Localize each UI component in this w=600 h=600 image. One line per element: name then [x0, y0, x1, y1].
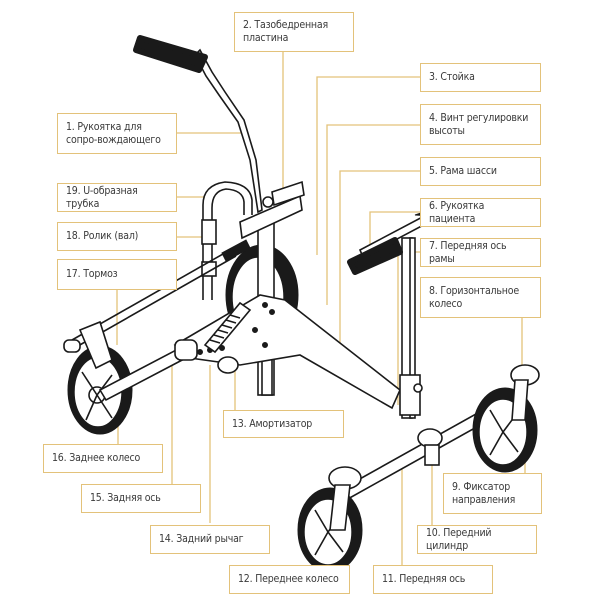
- chassis-frame: [173, 294, 401, 410]
- label-text: 16. Заднее колесо: [52, 452, 141, 464]
- label-rear-lever: 14. Задний рычаг: [150, 525, 270, 554]
- label-patient-handle: 6. Рукоятка пациента: [420, 198, 541, 227]
- label-text: 2. Тазобедренная пластина: [243, 19, 328, 44]
- label-attendant-handle: 1. Рукоятка для сопро-вождающего: [57, 113, 177, 154]
- leader-4: [326, 124, 420, 305]
- label-text: 11. Передняя ось: [382, 573, 466, 585]
- label-text: 12. Переднее колесо: [238, 573, 339, 585]
- label-u-tube: 19. U-образная трубка: [57, 183, 177, 212]
- label-text: 17. Тормоз: [66, 268, 118, 280]
- label-text: 1. Рукоятка для сопро-вождающего: [66, 120, 161, 146]
- label-text: 7. Передняя ось рамы: [429, 239, 507, 265]
- label-height-adjust-screw: 4. Винт регулировки высоты: [420, 104, 541, 145]
- label-front-axle: 11. Передняя ось: [373, 565, 493, 594]
- label-rear-axle: 15. Задняя ось: [81, 484, 201, 513]
- label-text: 15. Задняя ось: [90, 492, 161, 504]
- label-chassis-frame: 5. Рама шасси: [420, 157, 541, 186]
- u-tube: [201, 181, 253, 300]
- attendant-handle: [133, 35, 263, 214]
- label-text: 9. Фиксатор направления: [452, 480, 516, 506]
- leader-6: [369, 211, 420, 250]
- label-front-cylinder: 10. Передний цилиндр: [417, 525, 537, 554]
- label-text: 8. Горизонтальное колесо: [429, 284, 519, 310]
- label-horizontal-wheel: 8. Горизонтальное колесо: [420, 277, 541, 318]
- leader-3: [316, 76, 420, 255]
- label-text: 18. Ролик (вал): [66, 230, 139, 242]
- label-text: 19. U-образная трубка: [66, 184, 138, 210]
- label-text: 6. Рукоятка пациента: [429, 199, 485, 225]
- label-text: 4. Винт регулировки высоты: [429, 111, 529, 137]
- leader-5: [339, 170, 420, 360]
- label-rear-wheel: 16. Заднее колесо: [43, 444, 163, 473]
- label-post: 3. Стойка: [420, 63, 541, 92]
- label-roller: 18. Ролик (вал): [57, 222, 177, 251]
- label-text: 13. Амортизатор: [232, 417, 313, 430]
- label-brake: 17. Тормоз: [57, 259, 177, 290]
- label-text: 14. Задний рычаг: [159, 533, 244, 545]
- front-column: [347, 209, 435, 419]
- label-text: 3. Стойка: [429, 71, 475, 83]
- label-hip-plate: 2. Тазобедренная пластина: [234, 12, 354, 52]
- label-text: 10. Передний цилиндр: [426, 526, 492, 552]
- label-shock-absorber: 13. Амортизатор: [223, 410, 344, 438]
- label-frame-front-axle: 7. Передняя ось рамы: [420, 238, 541, 267]
- label-front-wheel: 12. Переднее колесо: [229, 565, 350, 594]
- shock-absorber: [203, 301, 252, 354]
- front-wheel-far: [472, 364, 540, 473]
- label-direction-lock: 9. Фиксатор направления: [443, 473, 542, 514]
- label-text: 5. Рама шасси: [429, 165, 497, 177]
- front-wheel-near: [297, 466, 363, 573]
